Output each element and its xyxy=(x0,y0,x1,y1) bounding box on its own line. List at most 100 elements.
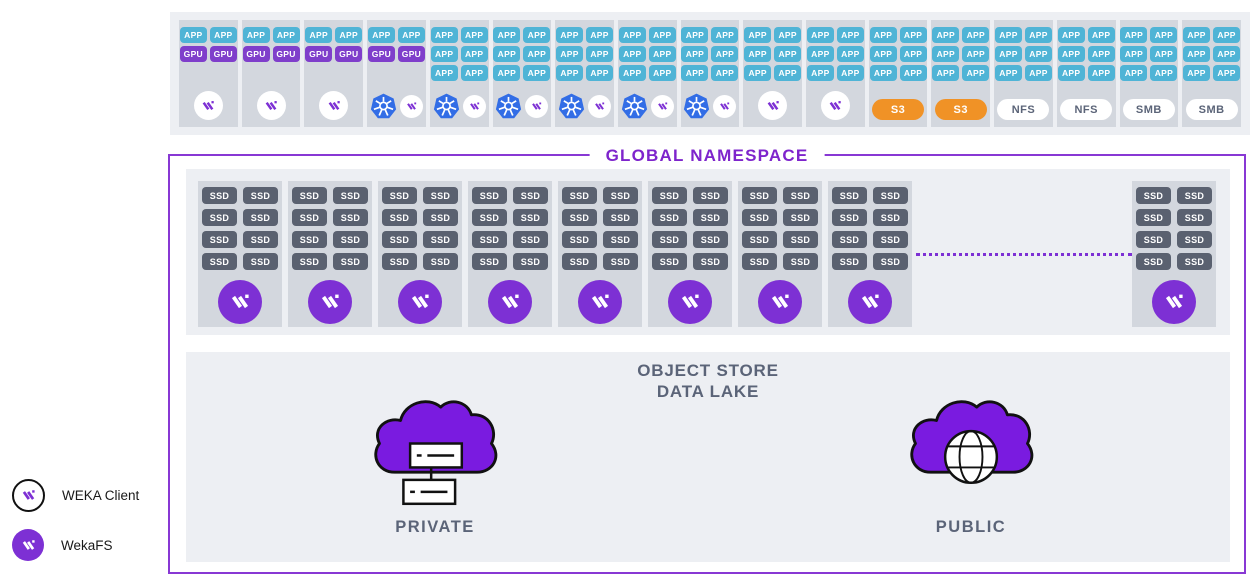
client-node-footer: SMB xyxy=(1185,99,1238,127)
app-badge: APP xyxy=(962,65,990,81)
app-badge: APP xyxy=(242,27,270,43)
client-node-footer xyxy=(683,93,737,127)
wekafs-icon xyxy=(12,529,44,561)
client-node-footer: S3 xyxy=(934,99,987,127)
ssd-badge: SSD xyxy=(742,187,777,204)
weka-client-icon xyxy=(758,91,788,120)
app-badge: APP xyxy=(1087,46,1115,62)
ssd-badge: SSD xyxy=(382,187,417,204)
ssd-badge: SSD xyxy=(1177,209,1212,226)
ssd-badge: SSD xyxy=(832,187,867,204)
app-badge: APP xyxy=(994,65,1022,81)
app-badge: APP xyxy=(1057,27,1085,43)
app-badge: APP xyxy=(962,27,990,43)
app-badge: APP xyxy=(272,27,300,43)
ssd-badge: SSD xyxy=(513,253,548,270)
weka-client-icon xyxy=(525,95,549,118)
wekafs-icon xyxy=(848,280,892,324)
app-badge: APP xyxy=(1120,27,1148,43)
app-badge: APP xyxy=(305,27,333,43)
weka-logo-glyph xyxy=(407,102,417,110)
ssd-badge: SSD xyxy=(652,209,687,226)
wekafs-icon xyxy=(218,280,262,324)
ssd-badge: SSD xyxy=(652,253,687,270)
ssd-badge: SSD xyxy=(832,253,867,270)
ssd-badge: SSD xyxy=(202,231,237,248)
ssd-badge: SSD xyxy=(742,231,777,248)
app-badge: APP xyxy=(744,27,772,43)
ssd-badge: SSD xyxy=(693,231,728,248)
ssd-badge: SSD xyxy=(742,253,777,270)
legend-label: WekaFS xyxy=(61,537,113,553)
app-badge: APP xyxy=(367,27,395,43)
ssd-badge: SSD xyxy=(333,253,368,270)
weka-logo-glyph xyxy=(321,294,339,309)
ssd-badge: SSD xyxy=(1136,231,1171,248)
weka-client-icon xyxy=(462,95,486,118)
weka-logo-glyph xyxy=(532,102,542,110)
ssd-badge: SSD xyxy=(423,209,458,226)
weka-logo-glyph xyxy=(22,490,35,500)
app-badge: APP xyxy=(806,65,834,81)
ssd-badge: SSD xyxy=(382,209,417,226)
weka-client-icon xyxy=(193,91,223,120)
app-badge: APP xyxy=(397,27,425,43)
gpu-badge: GPU xyxy=(305,46,333,62)
app-badge: APP xyxy=(1183,65,1211,81)
ssd-badge: SSD xyxy=(873,209,908,226)
kubernetes-icon xyxy=(621,93,648,120)
app-badge: APP xyxy=(586,46,614,62)
nfs-protocol-badge: NFS xyxy=(1060,99,1113,120)
private-cloud-servers-icon xyxy=(374,400,498,506)
app-badge: APP xyxy=(1087,65,1115,81)
app-badge: APP xyxy=(586,27,614,43)
app-badge: APP xyxy=(430,65,458,81)
app-badge: APP xyxy=(932,46,960,62)
client-node-footer xyxy=(256,91,286,127)
app-badge: APP xyxy=(899,46,927,62)
ssd-badge: SSD xyxy=(783,231,818,248)
client-node-footer xyxy=(820,91,850,127)
app-badge: APP xyxy=(774,65,802,81)
weka-logo-glyph xyxy=(202,100,215,110)
app-badge: APP xyxy=(1024,27,1052,43)
ssd-badge: SSD xyxy=(423,253,458,270)
app-badge: APP xyxy=(932,65,960,81)
app-badge: APP xyxy=(1183,27,1211,43)
wekafs-icon xyxy=(578,280,622,324)
ssd-badge: SSD xyxy=(423,187,458,204)
app-badge: APP xyxy=(836,65,864,81)
ssd-badge: SSD xyxy=(382,231,417,248)
ssd-badge: SSD xyxy=(472,231,507,248)
ssd-badge: SSD xyxy=(292,187,327,204)
ssd-badge: SSD xyxy=(562,253,597,270)
object-store-panel: OBJECT STORE DATA LAKE PRIVATE xyxy=(186,352,1230,562)
app-badge: APP xyxy=(618,46,646,62)
ssd-badge: SSD xyxy=(243,209,278,226)
weka-logo-glyph xyxy=(231,294,249,309)
app-badge: APP xyxy=(460,27,488,43)
app-badge: APP xyxy=(836,46,864,62)
